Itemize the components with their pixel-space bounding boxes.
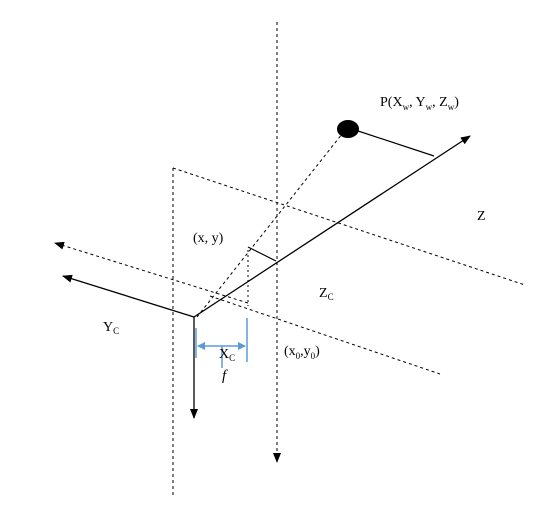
image-point-tick [247, 246, 277, 262]
world-point-label: P(Xw, Yw, Zw) [380, 95, 459, 112]
image-plane-top-edge [172, 167, 526, 286]
zc-axis-label: ZC [319, 286, 334, 302]
focal-length-label: f [222, 368, 228, 384]
optical-axis-z [193, 135, 471, 318]
xc-axis-label: XC [219, 347, 235, 363]
principal-point-label: (x0,y0) [284, 344, 320, 361]
world-point-p [337, 120, 359, 138]
yc-axis [62, 274, 195, 318]
image-point-label: (x, y) [193, 231, 224, 246]
yc-axis-label: YC [103, 320, 119, 336]
point-p-connector [348, 127, 435, 157]
image-plane-bottom-edge [209, 295, 441, 375]
z-axis-label: Z [477, 209, 486, 224]
image-plane-x-axis [54, 241, 249, 304]
projection-ray [196, 128, 347, 318]
